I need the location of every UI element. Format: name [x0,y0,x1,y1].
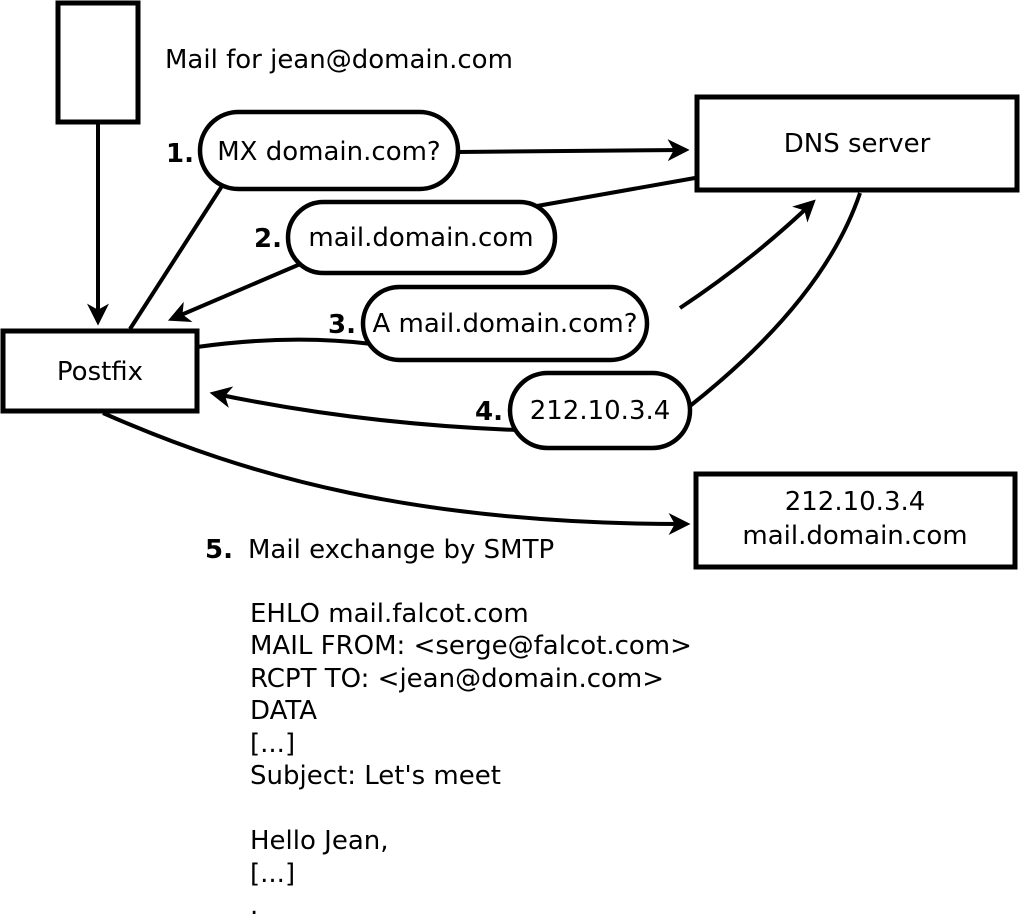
smtp-line: . [250,891,258,919]
step4-number: 4. [475,397,503,427]
line-dns-to-mx-response [536,176,696,208]
a-query-label: A mail.domain.com? [373,309,638,339]
a-response-pill [507,370,693,451]
step2-number: 2. [254,224,282,254]
a-query-pill [360,284,650,363]
step5-number: 5. [205,535,233,565]
arrow-a-query-to-dns [678,199,816,310]
smtp-session-block: EHLO mail.falcot.com MAIL FROM: <serge@f… [250,599,692,919]
smtp-line: [...] [250,859,295,889]
smtp-line: [...] [250,729,295,759]
line-postfix-to-mx-query [128,184,224,331]
step3-number: 3. [328,310,356,340]
step5-label: Mail exchange by SMTP [248,535,554,565]
smtp-line: Hello Jean, [250,826,389,856]
sender-envelope [55,0,141,125]
mail-server-ip-label: 212.10.3.4 [785,487,926,517]
smtp-line: DATA [250,696,317,726]
postfix-label: Postfix [57,357,143,387]
arrow-postfix-to-mailserver [102,411,691,535]
mx-query-pill [197,109,461,192]
mx-response-pill [285,199,558,276]
a-response-label: 212.10.3.4 [530,396,671,426]
step1-number: 1. [166,139,194,169]
mail-server-box [693,471,1018,570]
smtp-line: RCPT TO: <jean@domain.com> [250,664,664,694]
mx-query-label: MX domain.com? [217,137,440,167]
dns-server-box [694,94,1020,193]
arrow-a-response-to-postfix [209,386,517,432]
line-dns-to-a-response [688,192,862,408]
smtp-line: Subject: Let's meet [250,761,501,791]
dns-server-label: DNS server [784,129,931,159]
postfix-box [0,328,200,414]
smtp-line: MAIL FROM: <serge@falcot.com> [250,631,692,661]
mail-server-host-label: mail.domain.com [742,521,967,551]
line-postfix-to-a-query [196,337,373,349]
arrow-mx-response-to-postfix [167,260,306,323]
mx-response-label: mail.domain.com [308,223,533,253]
mail-for-label: Mail for jean@domain.com [165,45,513,75]
arrow-mx-query-to-dns [457,139,690,162]
smtp-line: EHLO mail.falcot.com [250,599,529,629]
